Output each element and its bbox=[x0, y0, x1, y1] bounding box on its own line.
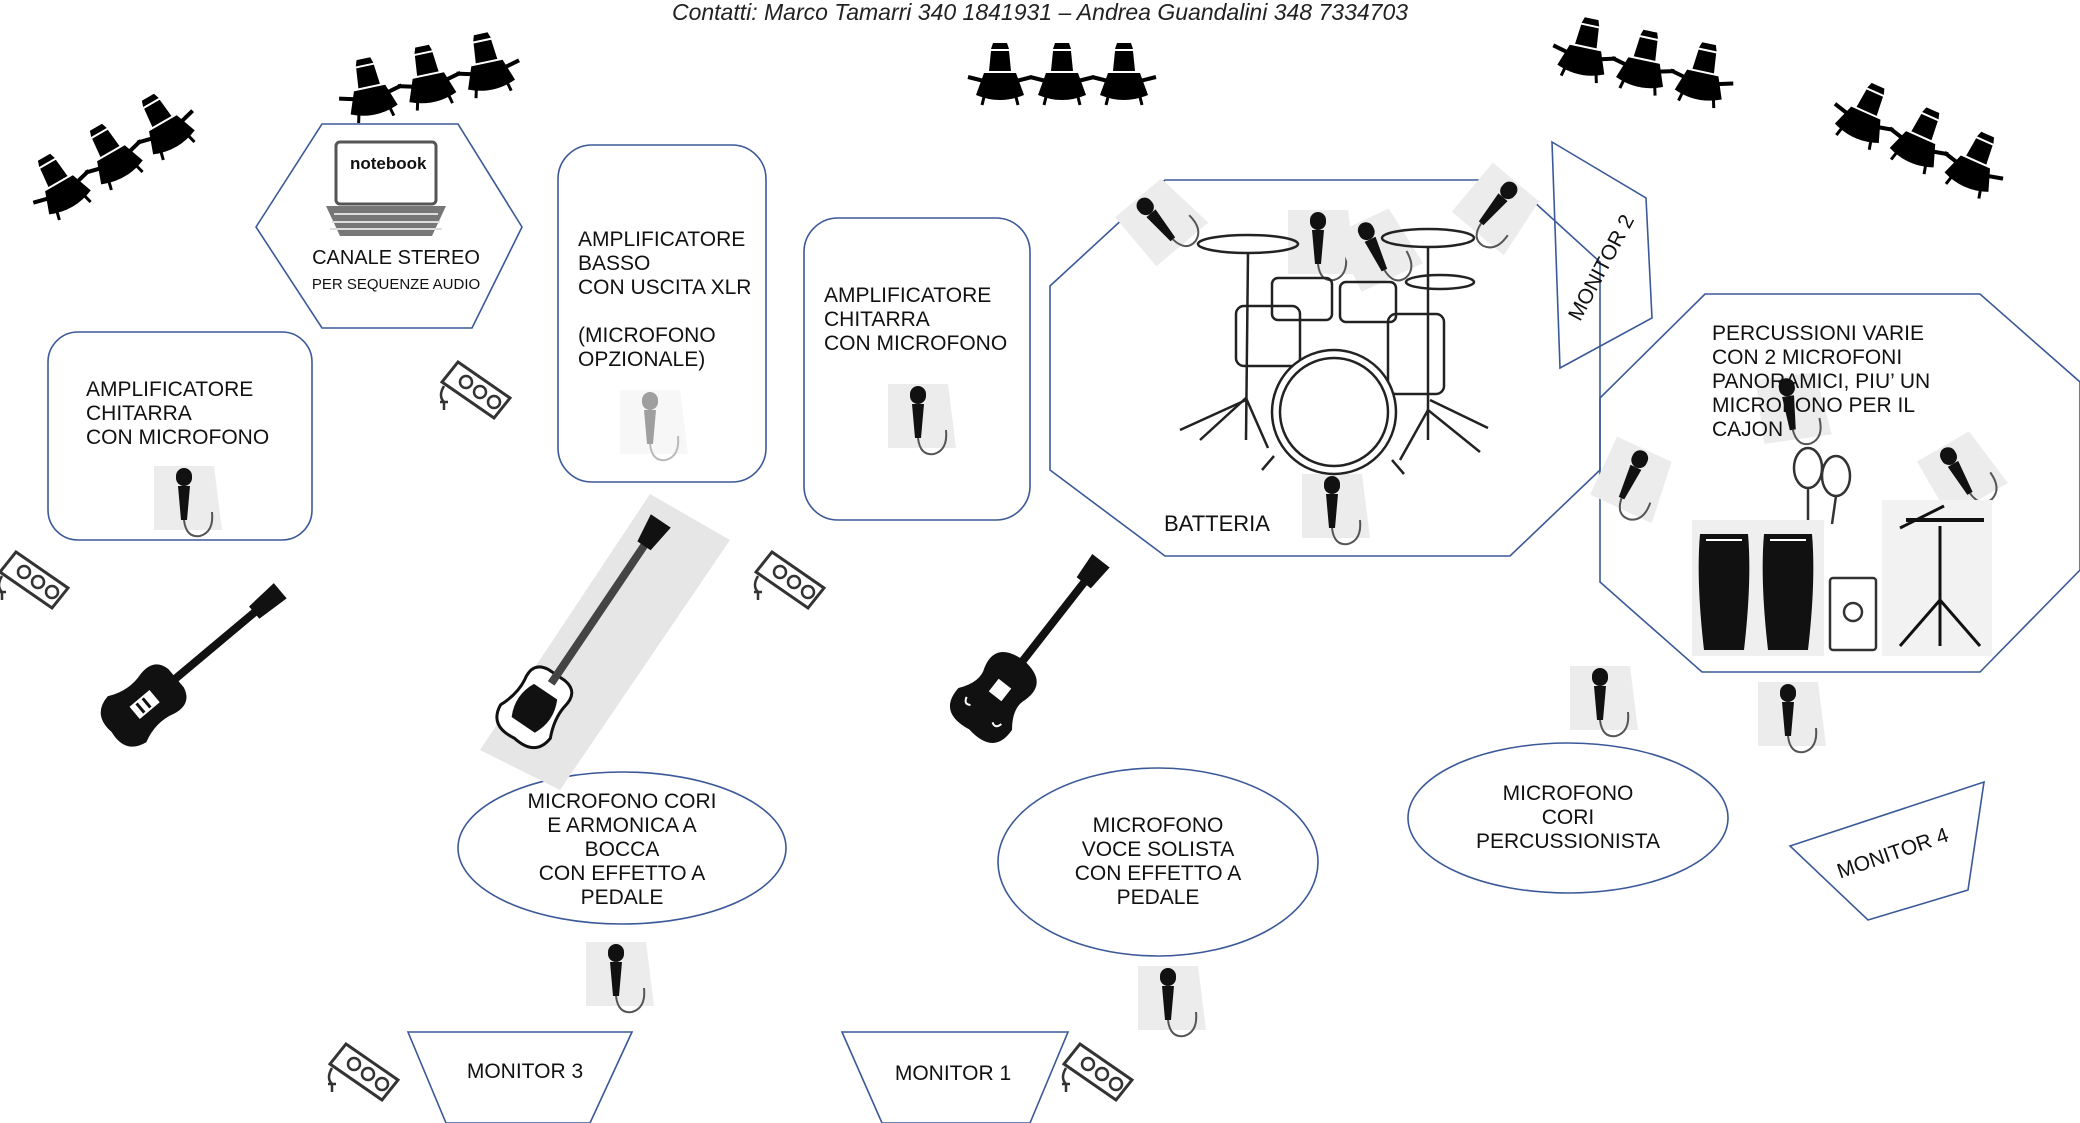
drums-label: BATTERIA bbox=[1164, 511, 1270, 536]
power-strip-icon-2 bbox=[0, 550, 70, 610]
optional-mic-icon bbox=[619, 389, 689, 462]
bass-guitar-icon bbox=[480, 494, 730, 790]
power-strip-icon-5 bbox=[1060, 1042, 1134, 1102]
light-bar-top-center bbox=[966, 41, 1158, 107]
notebook-title: CANALE STEREO bbox=[312, 247, 480, 269]
mic-lead-vocal-label: MICROFONO VOCE SOLISTA CON EFFETTO A PED… bbox=[1074, 814, 1242, 909]
maracas-icon bbox=[1792, 446, 1852, 525]
light-bar-top-right bbox=[1545, 10, 1743, 113]
cymbal-stand-icon bbox=[1882, 500, 1992, 656]
guitar-amp-left-label: AMPLIFICATORE CHITARRA CON MICROFONO bbox=[86, 378, 270, 449]
contacts-header: Contatti: Marco Tamarri 340 1841931 – An… bbox=[671, 0, 1409, 25]
mic-choir-harmonica-label: MICROFONO CORI E ARMONICA A BOCCA CON EF… bbox=[527, 790, 717, 909]
mic-icon-choir-harmonica bbox=[585, 941, 655, 1014]
power-strip-icon-3 bbox=[752, 550, 826, 610]
bass-amp-label: AMPLIFICATORE BASSO CON USCITA XLR (MICR… bbox=[578, 228, 752, 371]
drums-octagon bbox=[1049, 179, 1601, 557]
cajon-icon bbox=[1828, 576, 1878, 652]
monitor-1-shape bbox=[840, 1031, 1070, 1123]
mic-icon-drums-right bbox=[1446, 161, 1546, 262]
percussion-octagon bbox=[1599, 293, 2080, 673]
monitor-4-shape bbox=[1788, 780, 1985, 921]
notebook-icon-label: notebook bbox=[350, 154, 427, 173]
mic-icon-choir-percussionist bbox=[1569, 665, 1639, 738]
power-strip-icon-1 bbox=[438, 360, 512, 420]
guitar-amp-center-box bbox=[803, 217, 1031, 521]
notebook-hexagon bbox=[255, 123, 523, 329]
percussion-label: PERCUSSIONI VARIE CON 2 MICROFONI PANORA… bbox=[1712, 322, 1931, 441]
monitor-3-label: MONITOR 3 bbox=[466, 1060, 584, 1083]
laptop-icon bbox=[326, 140, 446, 236]
light-bar-top-right-2 bbox=[1821, 70, 2019, 207]
light-bar-top-left bbox=[14, 79, 209, 229]
mic-icon-guitar-center bbox=[887, 383, 957, 456]
conga-icons bbox=[1692, 520, 1824, 656]
mic-icon-guitar-left bbox=[153, 465, 223, 538]
mic-icon-lead-vocal bbox=[1137, 965, 1207, 1038]
electric-guitar-icon bbox=[100, 583, 287, 747]
mic-lead-vocal-ellipse bbox=[997, 767, 1319, 957]
power-strip-icon-4 bbox=[326, 1042, 400, 1102]
monitor-2-shape bbox=[1551, 140, 1653, 370]
guitar-amp-left-box bbox=[47, 331, 313, 541]
mic-choir-percussionist-ellipse bbox=[1407, 742, 1729, 894]
mic-choir-percussionist-label: MICROFONO CORI PERCUSSIONISTA bbox=[1476, 782, 1660, 853]
monitor-1-label: MONITOR 1 bbox=[894, 1062, 1012, 1085]
semi-hollow-guitar-icon bbox=[949, 553, 1110, 743]
mic-choir-harmonica-ellipse bbox=[457, 771, 787, 925]
drum-kit-icon bbox=[1179, 227, 1489, 476]
light-bar-top-left-2 bbox=[330, 25, 527, 128]
monitor-3-shape bbox=[406, 1031, 634, 1123]
mic-icon-drums-kick bbox=[1301, 473, 1371, 546]
notebook-subtitle: PER SEQUENZE AUDIO bbox=[311, 276, 481, 293]
guitar-amp-center-label: AMPLIFICATORE CHITARRA CON MICROFONO bbox=[824, 284, 1008, 355]
bass-amp-box bbox=[557, 144, 767, 483]
mic-icon-drums-left bbox=[1114, 172, 1214, 273]
mic-icon-percussion-left bbox=[1586, 435, 1680, 530]
mic-icon-cajon-floor bbox=[1757, 681, 1827, 754]
